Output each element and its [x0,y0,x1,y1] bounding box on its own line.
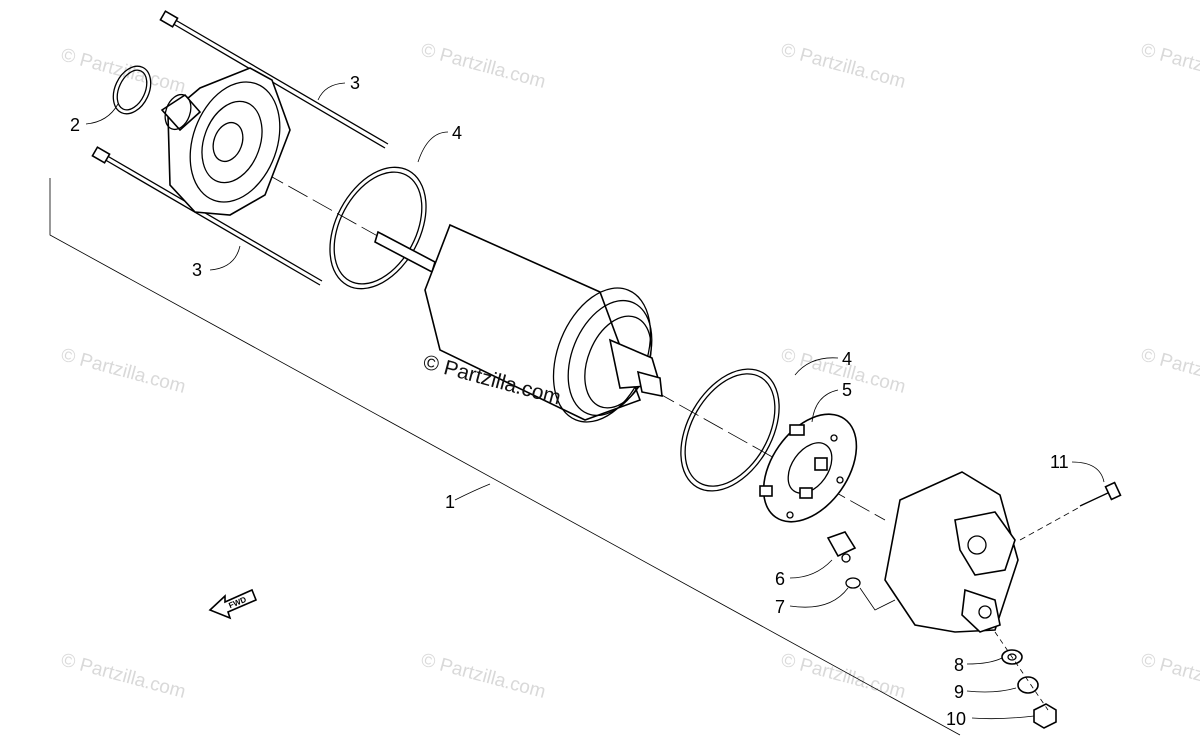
through-bolt-upper [159,10,389,149]
callout-9: 9 [954,682,964,702]
callout-2: 2 [70,115,80,135]
callout-10: 10 [946,709,966,729]
nut-10 [1033,703,1057,729]
small-washer [845,577,861,589]
rear-end-housing [859,471,1019,633]
assembly-bracket [49,178,961,736]
watermark: © Partzilla.com [779,650,908,703]
callout-3-upper: 3 [350,73,360,93]
watermark: © Partzilla.com [779,40,908,93]
brush-plate [759,413,858,523]
callout-labels: 1 2 3 3 4 4 5 6 7 8 9 10 11 [70,73,1069,729]
washer-9 [1017,676,1039,694]
callout-4-lower: 4 [842,349,852,369]
callout-6: 6 [775,569,785,589]
watermark: © Partzilla.com [59,45,188,98]
leader-lines [85,82,1105,720]
brush-clip [826,531,857,563]
watermark: © Partzilla.com [419,40,548,93]
callout-7: 7 [775,597,785,617]
callout-3-lower: 3 [192,260,202,280]
watermark: © Partzilla.com [1139,40,1200,93]
callout-4-upper: 4 [452,123,462,143]
watermark: © Partzilla.com [1139,345,1200,398]
front-end-cover [160,67,291,216]
o-ring-small [112,65,152,115]
watermark: © Partzilla.com [419,650,548,703]
watermark: © Partzilla.com [59,345,188,398]
watermark: © Partzilla.com [1139,650,1200,703]
callout-11: 11 [1050,452,1069,472]
mounting-bolt [1019,481,1122,541]
o-ring-large-upper [329,166,427,290]
motor-armature [374,223,663,423]
callout-1: 1 [445,492,455,512]
through-bolt-lower [91,146,323,286]
watermark: © Partzilla.com [59,650,188,703]
callout-8: 8 [954,655,964,675]
o-ring-large-lower [680,368,780,492]
fwd-arrow-icon: FWD [208,588,258,620]
callout-5: 5 [842,380,852,400]
